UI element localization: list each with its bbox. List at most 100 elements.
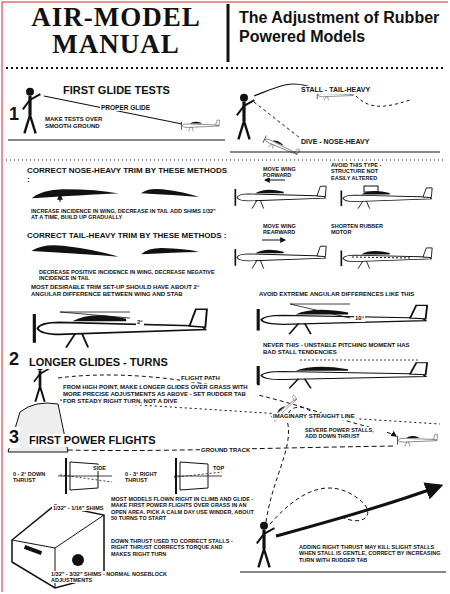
stall-dive-figure-part bbox=[237, 94, 255, 140]
stall-dive-figure-part bbox=[356, 96, 410, 106]
move-wing-forward-figure-part bbox=[341, 188, 432, 209]
note-label: AVOID THIS TYPE - STRUCTURE NOT EASILY A… bbox=[330, 162, 394, 181]
note-label: FLIGHT PATH bbox=[180, 375, 221, 382]
power-flight-figure-part bbox=[276, 486, 440, 536]
label-slot: STALL - TAIL-HEAVY bbox=[300, 78, 430, 96]
note-label: STALL - TAIL-HEAVY bbox=[300, 86, 371, 94]
label-slot: FIRST GLIDE TESTS bbox=[62, 80, 212, 98]
tail-heavy-airfoils-part bbox=[141, 246, 199, 255]
note-label: INCREASE INCIDENCE IN WING, DECREASE IN … bbox=[30, 208, 220, 221]
label-slot: MOST DESIRABLE TRIM SET-UP SHOULD HAVE A… bbox=[30, 282, 225, 300]
trim-setup-figure-part bbox=[34, 309, 207, 347]
note-label: 3 bbox=[8, 427, 20, 448]
label-slot: IMAGINARY STRAIGHT LINE bbox=[272, 404, 387, 422]
label-slot: NEVER THIS - UNSTABLE PITCHING MOMENT HA… bbox=[262, 340, 422, 358]
power-flight-figure-part bbox=[270, 488, 368, 524]
label-slot: MOST MODELS FLOWN RIGHT IN CLIMB AND GLI… bbox=[110, 496, 260, 524]
label-slot: MOVE WING REARWARD bbox=[262, 220, 310, 238]
masthead: AIR-MODEL MANUAL bbox=[10, 4, 222, 58]
unstable-figure-part bbox=[300, 360, 420, 361]
move-wing-rearward-figure bbox=[235, 240, 432, 269]
label-slot: 1/32" - 3/32" SHIMS - NORMAL NOSEBLOCK A… bbox=[50, 568, 170, 586]
label-slot: SEVERE POWER STALLS, ADD DOWN THRUST bbox=[304, 424, 386, 442]
nose-heavy-airfoils-part bbox=[141, 188, 199, 197]
power-flight-figure-part bbox=[240, 572, 446, 573]
note-label: TOP bbox=[212, 465, 225, 471]
label-slot: 1 bbox=[8, 104, 20, 125]
label-slot: PROPER GLIDE bbox=[100, 96, 170, 114]
extreme-angle-figure bbox=[258, 304, 427, 334]
note-label: SHORTEN RUBBER MOTOR bbox=[330, 223, 392, 236]
move-wing-rearward-figure-part bbox=[262, 240, 285, 241]
label-slot: FROM HIGH POINT, MAKE LONGER GLIDES OVER… bbox=[62, 384, 257, 407]
label-slot: ADDING RIGHT THRUST MAY KILL SLIGHT STAL… bbox=[298, 544, 444, 566]
label-slot: TOP bbox=[212, 456, 225, 474]
label-slot: INCREASE INCIDENCE IN WING, DECREASE IN … bbox=[30, 205, 220, 223]
note-label: SIDE bbox=[92, 465, 107, 471]
note-label: 1/32" - 3/32" SHIMS - NORMAL NOSEBLOCK A… bbox=[50, 571, 170, 584]
extreme-angle-figure-part bbox=[258, 305, 427, 334]
trim-setup-figure-part bbox=[60, 312, 130, 318]
move-wing-forward-figure bbox=[235, 180, 432, 209]
title-slot: The Adjustment of Rubber Powered Models bbox=[238, 8, 444, 46]
glide-test-figure-part bbox=[8, 140, 225, 141]
note-label: NEVER THIS - UNSTABLE PITCHING MOMENT HA… bbox=[262, 342, 422, 356]
stall-dive-figure-part bbox=[262, 134, 299, 159]
note-label: 2 bbox=[8, 349, 20, 370]
power-flight-figure bbox=[240, 395, 446, 572]
label-slot: MOVE WING FORWARD bbox=[262, 163, 317, 181]
note-label: DOWN THRUST USED TO CORRECT STALLS - RIG… bbox=[110, 538, 235, 557]
note-label: LONGER GLIDES - TURNS bbox=[28, 356, 169, 369]
extreme-angle-figure-part bbox=[290, 304, 350, 305]
label-slot: 2 bbox=[8, 349, 20, 370]
label-slot: CORRECT NOSE-HEAVY TRIM BY THESE METHODS… bbox=[26, 166, 231, 186]
note-label: SEVERE POWER STALLS, ADD DOWN THRUST bbox=[304, 427, 386, 440]
label-slot: GROUND TRACK bbox=[200, 438, 272, 456]
stall-dive-figure bbox=[230, 84, 440, 159]
extreme-angle-figure-part bbox=[290, 304, 350, 318]
note-label: MOVE WING REARWARD bbox=[262, 223, 310, 236]
note-label: 1 bbox=[8, 104, 20, 125]
label-slot: SIDE bbox=[92, 456, 107, 474]
stall-dive-figure-part bbox=[254, 102, 300, 138]
note-label: 0 - 3° RIGHT THRUST bbox=[124, 471, 174, 484]
note-label: AVOID EXTREME ANGULAR DIFFERENCES LIKE T… bbox=[258, 291, 415, 298]
page-frame-part bbox=[6, 67, 446, 69]
note-label: PROPER GLIDE bbox=[100, 104, 151, 111]
move-wing-forward-figure-part bbox=[235, 186, 326, 208]
note-label: DIVE - NOSE-HEAVY bbox=[300, 138, 370, 146]
label-slot: AVOID EXTREME ANGULAR DIFFERENCES LIKE T… bbox=[258, 282, 433, 300]
note-label: ADDING RIGHT THRUST MAY KILL SLIGHT STAL… bbox=[298, 544, 444, 563]
label-slot: DOWN THRUST USED TO CORRECT STALLS - RIG… bbox=[110, 538, 235, 560]
label-slot: FIRST POWER FLIGHTS bbox=[28, 430, 188, 448]
label-slot: MAKE TESTS OVER SMOOTH GROUND bbox=[44, 114, 108, 132]
note-label: 2° bbox=[136, 319, 144, 326]
section-divider bbox=[6, 160, 446, 161]
label-slot: LONGER GLIDES - TURNS bbox=[28, 352, 198, 370]
note-label: GROUND TRACK bbox=[200, 447, 251, 454]
unstable-figure-part bbox=[258, 363, 427, 389]
label-slot: SHORTEN RUBBER MOTOR bbox=[330, 220, 392, 238]
trim-setup-figure-part bbox=[60, 312, 130, 313]
trim-setup-figure bbox=[34, 309, 207, 347]
noseblock-figure-part bbox=[72, 554, 84, 566]
note-label: MAKE TESTS OVER SMOOTH GROUND bbox=[44, 116, 108, 130]
page-frame-part bbox=[227, 4, 230, 62]
power-flight-figure-part bbox=[257, 522, 275, 568]
page-title: The Adjustment of Rubber Powered Models bbox=[238, 8, 444, 46]
note-label: 10° bbox=[354, 315, 365, 322]
move-wing-forward-figure-part bbox=[364, 186, 378, 192]
move-wing-rearward-figure-part bbox=[352, 257, 410, 258]
note-label: FROM HIGH POINT, MAKE LONGER GLIDES OVER… bbox=[62, 384, 257, 405]
note-label: MOVE WING FORWARD bbox=[262, 166, 317, 179]
label-slot: AVOID THIS TYPE - STRUCTURE NOT EASILY A… bbox=[330, 162, 394, 184]
note-label: MOST DESIRABLE TRIM SET-UP SHOULD HAVE A… bbox=[30, 284, 225, 298]
nose-heavy-airfoils-part bbox=[31, 185, 118, 199]
label-slot: 3 bbox=[8, 427, 20, 448]
move-wing-rearward-figure-part bbox=[341, 248, 432, 269]
label-slot: DIVE - NOSE-HEAVY bbox=[300, 130, 420, 148]
note-label: 0 - 2° DOWN THRUST bbox=[12, 471, 58, 484]
move-wing-forward-figure-part bbox=[265, 180, 285, 181]
note-label: CORRECT NOSE-HEAVY TRIM BY THESE METHODS… bbox=[26, 166, 231, 184]
